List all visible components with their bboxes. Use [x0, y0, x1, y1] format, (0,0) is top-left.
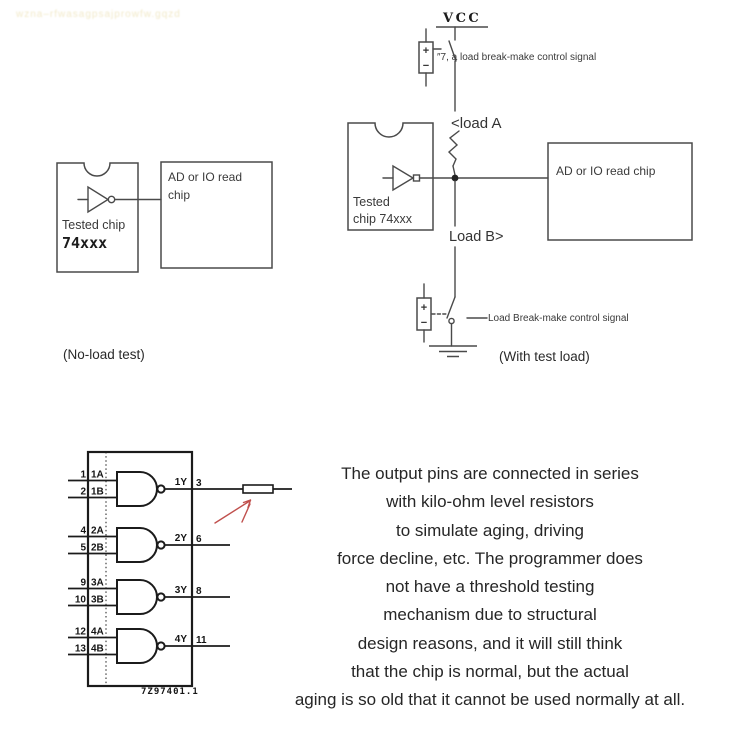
vcc-label: VCC — [442, 11, 481, 26]
upper-battery-minus: − — [423, 60, 429, 72]
vcc-source: VCC — [436, 11, 488, 112]
upper-battery-plus: + — [423, 45, 429, 57]
tested-chip-label-line1: Tested — [353, 195, 390, 209]
red-arrow-icon — [214, 499, 252, 524]
gate3-name-in2: 3B — [91, 595, 104, 606]
reader-box-outline — [160, 161, 273, 269]
lower-battery: + − — [416, 283, 432, 343]
load-a-resistor — [447, 130, 460, 176]
paragraph-line: design reasons, and it will still think — [357, 633, 623, 653]
inverter-output-square — [412, 174, 421, 182]
gate2-name-in2: 2B — [91, 543, 104, 554]
upper-battery: + − — [418, 28, 442, 87]
nand-ic-diagram: 1 1A 2 1B 1Y 3 4 2A 5 2B 2Y 6 — [68, 450, 292, 697]
gate1-name-out: 1Y — [175, 477, 188, 488]
red-arrow-annotation — [214, 499, 252, 524]
switch-blade — [446, 296, 456, 319]
with-load-test-diagram: VCC + − ″7, a load break-make control si… — [347, 11, 693, 364]
gate2-name-in1: 2A — [91, 526, 104, 537]
with-load-caption: (With test load) — [499, 349, 590, 364]
nand-gate-3: 9 3A 10 3B 3Y 8 — [68, 578, 230, 615]
reader-chip-label-line2: chip — [168, 188, 190, 202]
description-paragraph: The output pins are connected in series … — [250, 460, 730, 715]
nand-gate-4: 12 4A 13 4B 4Y 11 — [68, 627, 230, 664]
gate4-pin-in1: 12 — [75, 627, 87, 638]
switch-contact — [448, 317, 455, 325]
gate1-pin-in2: 2 — [80, 487, 86, 498]
gate3-pin-in1: 9 — [80, 578, 86, 589]
chip-outline-notch — [347, 122, 434, 231]
ground-icon — [429, 345, 477, 358]
gate3-name-in1: 3A — [91, 578, 104, 589]
gate2-pin-in2: 5 — [80, 543, 86, 554]
paragraph-line: The output pins are connected in series — [341, 464, 639, 483]
gate4-name-in1: 4A — [91, 627, 104, 638]
load-a-label: <load A — [451, 115, 501, 132]
paragraph-line: to simulate aging, driving — [395, 520, 585, 540]
load-a-wire — [452, 165, 456, 176]
upper-control-label: ″7, a load break-make control signal — [437, 52, 596, 63]
nand-gate-icon — [116, 628, 158, 664]
gate3-name-out: 3Y — [175, 585, 188, 596]
gate4-name-in2: 4B — [91, 644, 104, 655]
gate4-name-out: 4Y — [175, 634, 188, 645]
gate1-name-in1: 1A — [91, 470, 104, 481]
ic-body-outline — [86, 450, 194, 688]
paragraph-line: that the chip is normal, but the actual — [351, 662, 629, 682]
inverter-gate-icon — [392, 164, 415, 192]
gate2-name-out: 2Y — [175, 533, 188, 544]
paragraph-line: force decline, etc. The programmer does — [337, 548, 643, 568]
tested-chip-box: Tested chip 74xxx — [347, 122, 434, 231]
paragraph-line: mechanism due to structural — [383, 605, 597, 625]
gate1-name-in2: 1B — [91, 487, 104, 498]
gate2-bubble — [156, 540, 166, 550]
nand-gate-icon — [116, 527, 158, 563]
lower-battery-minus: − — [421, 317, 427, 329]
paragraph-line: with kilo-ohm level resistors — [386, 492, 594, 512]
load-a-zigzag — [447, 130, 460, 167]
nand-gate-1: 1 1A 2 1B 1Y 3 — [68, 470, 243, 507]
series-resistor — [242, 484, 292, 494]
upper-switch-blade — [448, 40, 457, 62]
chip-outline-notch — [56, 162, 139, 273]
gate2-pin-in1: 4 — [80, 526, 86, 537]
no-load-caption: (No-load test) — [63, 347, 145, 362]
gate2-pin-out: 6 — [196, 534, 202, 545]
nand-gate-2: 4 2A 5 2B 2Y 6 — [68, 526, 230, 563]
gate3-pin-in2: 10 — [75, 595, 87, 606]
paragraph-line: not have a threshold testing — [385, 577, 595, 597]
tested-chip-partnumber: 74xxx — [62, 234, 107, 252]
reader-chip-label: AD or IO read chip — [556, 164, 656, 178]
reader-chip-box: AD or IO read chip — [547, 142, 693, 241]
inverter-gate-icon — [87, 185, 110, 214]
no-load-test-diagram: Tested chip 74xxx AD or IO read chip (No… — [56, 161, 273, 362]
gate3-bubble — [156, 592, 166, 602]
reader-chip-label-line1: AD or IO read — [168, 170, 242, 184]
gate3-pin-out: 8 — [196, 586, 202, 597]
paragraph-line: aging is so old that it cannot be used n… — [294, 690, 686, 710]
nand-gate-icon — [116, 579, 158, 615]
tested-chip-box: Tested chip 74xxx — [56, 162, 139, 273]
reader-chip-box: AD or IO read chip — [160, 161, 273, 269]
tested-chip-label-line2: chip 74xxx — [353, 212, 413, 226]
nand-gate-icon — [116, 471, 158, 507]
ic-part-number: 7Z97401.1 — [141, 687, 199, 697]
gate4-pin-out: 11 — [196, 635, 207, 646]
reader-box-outline — [547, 142, 693, 241]
lower-control-label: Load Break-make control signal — [488, 313, 629, 324]
gate1-pin-in1: 1 — [80, 470, 86, 481]
load-b-label: Load B> — [449, 229, 503, 245]
watermark: wzna–rfwasagpsajprowfw.gqzd — [16, 9, 181, 20]
gate4-pin-in2: 13 — [75, 644, 87, 655]
junction-dot — [451, 174, 459, 182]
lower-switch — [431, 296, 456, 347]
lower-battery-plus: + — [421, 302, 427, 314]
tested-chip-label: Tested chip — [62, 218, 125, 232]
gate1-pin-out: 3 — [196, 478, 202, 489]
gate4-bubble — [156, 641, 166, 651]
gate1-bubble — [156, 484, 166, 494]
